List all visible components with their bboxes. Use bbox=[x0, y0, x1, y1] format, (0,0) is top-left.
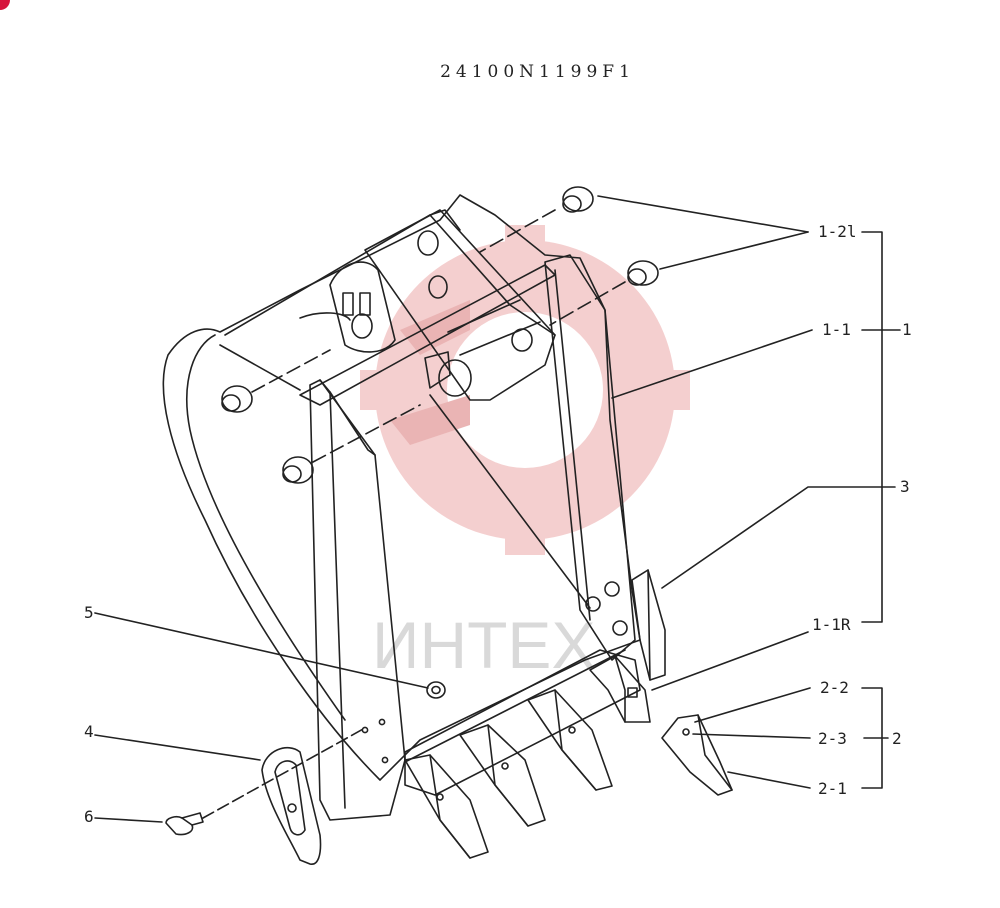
callout-1: 1 bbox=[902, 320, 912, 339]
callout-5: 5 bbox=[84, 603, 94, 622]
gear-watermark-icon bbox=[360, 225, 690, 555]
callout-2-2: 2-2 bbox=[820, 678, 849, 697]
watermark-text: ИНТЕХ bbox=[372, 608, 595, 682]
tooth-1 bbox=[404, 754, 489, 859]
bushing-middle-right bbox=[627, 260, 659, 286]
corner-logo-icon bbox=[0, 0, 10, 10]
tooth-2 bbox=[459, 724, 546, 827]
cutting-edge bbox=[404, 649, 641, 796]
bushing-lower-left bbox=[282, 456, 314, 484]
callout-6: 6 bbox=[84, 807, 94, 826]
part-number-title: 24100N1199F1 bbox=[440, 62, 635, 82]
top-crossbar bbox=[299, 264, 556, 406]
bushing-upper-left bbox=[221, 385, 253, 413]
callout-1-1: 1-1 bbox=[822, 320, 851, 339]
nut bbox=[426, 681, 446, 699]
separate-tooth bbox=[661, 714, 733, 796]
wear-plate bbox=[261, 746, 322, 865]
left-boss bbox=[329, 261, 396, 353]
callout-1-1r: 1-1R bbox=[812, 615, 851, 634]
bucket-shell bbox=[162, 194, 641, 781]
bushing-top-right bbox=[562, 186, 594, 213]
callout-2-1: 2-1 bbox=[818, 779, 847, 798]
callout-1-2l: 1-2l bbox=[818, 222, 857, 241]
right-side-plate bbox=[544, 254, 636, 661]
bucket-inner-curve bbox=[186, 334, 346, 721]
tooth-end-right bbox=[589, 655, 651, 723]
callout-2-3: 2-3 bbox=[818, 729, 847, 748]
callout-2: 2 bbox=[892, 729, 902, 748]
callout-4: 4 bbox=[84, 722, 94, 741]
tooth-3 bbox=[527, 689, 613, 791]
callout-3: 3 bbox=[900, 477, 910, 496]
bolt bbox=[165, 812, 204, 836]
left-side-plate bbox=[309, 379, 406, 821]
linkage-bracket bbox=[364, 209, 556, 401]
